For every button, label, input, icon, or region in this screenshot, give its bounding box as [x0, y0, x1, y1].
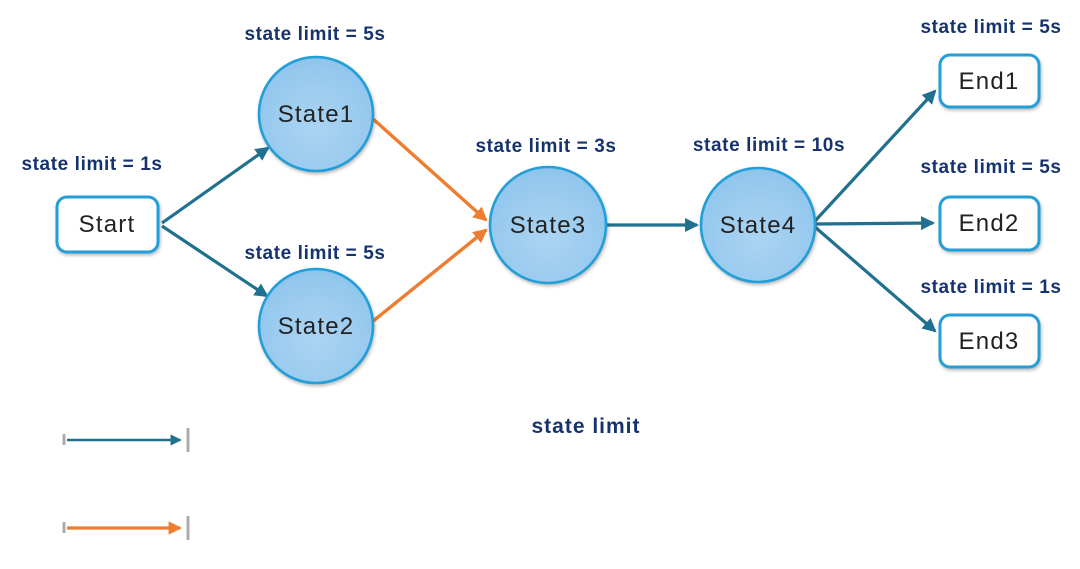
state1-node	[257, 55, 375, 173]
end1-label: End1	[959, 68, 1020, 95]
edge-state1-to-state3	[370, 116, 488, 222]
state4-limit-label: state limit = 10s	[693, 135, 845, 156]
end2-limit-label: state limit = 5s	[920, 157, 1061, 178]
state1-label: State1	[278, 101, 355, 128]
state4-node	[699, 166, 817, 284]
state3-label: State3	[510, 212, 587, 239]
end2-label: End2	[959, 210, 1020, 237]
end1-node	[938, 53, 1041, 109]
edge-start-to-state2	[161, 224, 269, 298]
end2-node	[938, 195, 1041, 252]
legend	[62, 428, 190, 540]
caption-state-limit: state limit	[531, 415, 640, 438]
start-label: Start	[79, 211, 136, 238]
start-limit-label: state limit = 1s	[21, 154, 162, 175]
end3-node	[938, 313, 1041, 369]
end3-label: End3	[959, 328, 1020, 355]
edge-start-to-state1	[161, 146, 270, 225]
end3-limit-label: state limit = 1s	[920, 277, 1061, 298]
state3-node	[488, 165, 608, 285]
state2-label: State2	[278, 313, 355, 340]
state1-limit-label: state limit = 5s	[244, 24, 385, 45]
start-node	[55, 195, 160, 254]
state-nodes: State1 State2 State3 State4	[257, 55, 817, 385]
edge-state4-to-end2	[814, 216, 936, 231]
state2-limit-label: state limit = 5s	[244, 243, 385, 264]
state3-limit-label: state limit = 3s	[475, 136, 616, 157]
state4-label: State4	[720, 212, 797, 239]
edge-state4-to-end1	[813, 89, 937, 223]
state2-node	[257, 267, 375, 385]
end1-limit-label: state limit = 5s	[920, 17, 1061, 38]
edge-state2-to-state3	[370, 228, 488, 324]
terminal-nodes: Start End1 End2 End3	[55, 53, 1041, 369]
limit-labels: state limit = 1s state limit = 5s state …	[21, 17, 1061, 298]
edge-state4-to-end3	[813, 225, 937, 333]
edges	[161, 89, 937, 333]
